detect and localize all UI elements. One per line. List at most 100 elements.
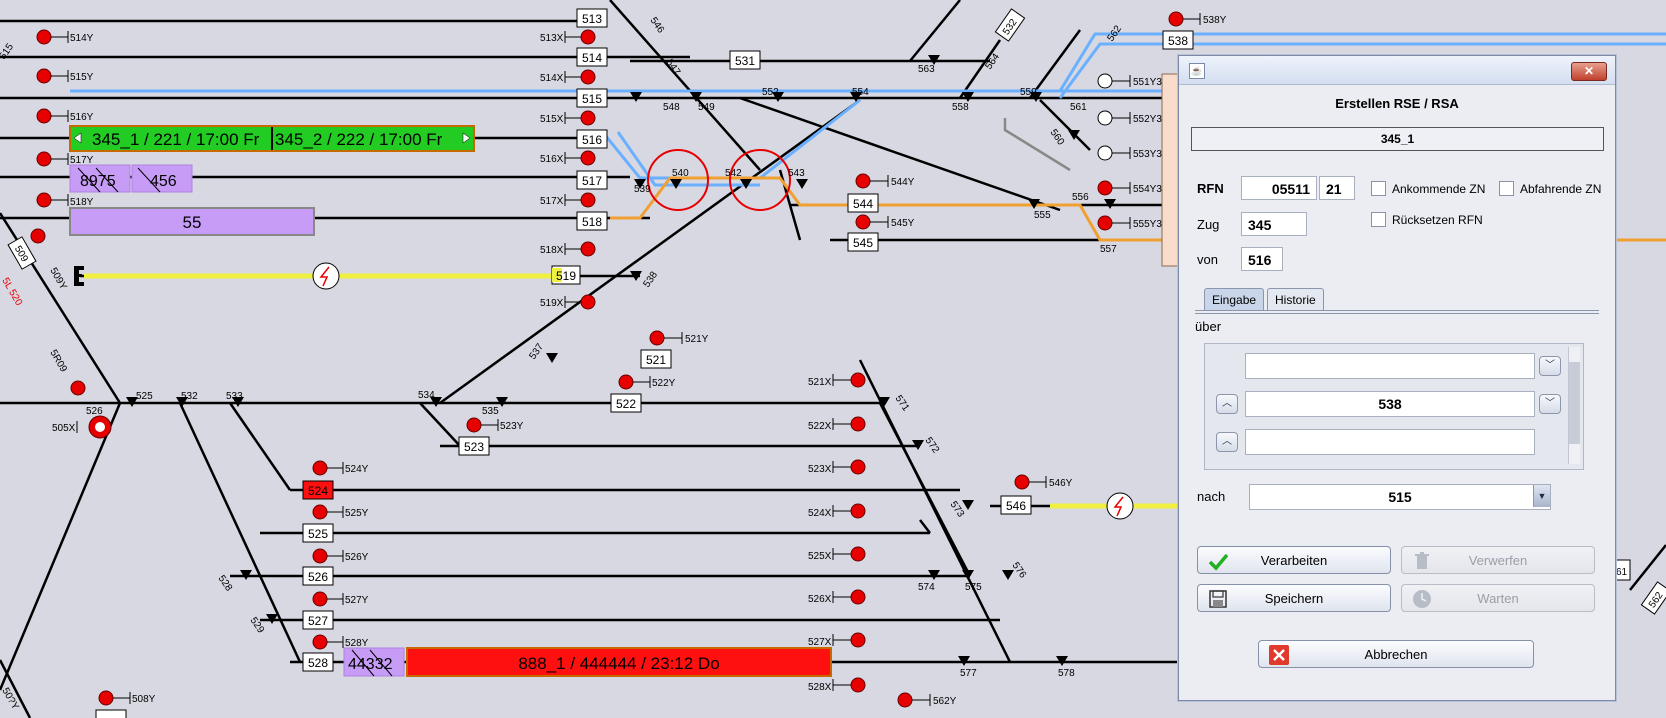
signal[interactable]: 552Y3 bbox=[1097, 110, 1162, 126]
signal[interactable]: 553Y3 bbox=[1097, 145, 1162, 161]
track-box[interactable]: 509 bbox=[7, 236, 37, 270]
track-box[interactable]: 562 bbox=[1640, 581, 1666, 615]
via-field-2[interactable]: 538 bbox=[1245, 391, 1535, 417]
close-button[interactable]: ✕ bbox=[1571, 62, 1607, 81]
track-box[interactable]: 528 bbox=[302, 652, 334, 672]
train-descriptor-purple[interactable]: 55 bbox=[69, 207, 315, 236]
via-field-1[interactable] bbox=[1245, 353, 1535, 379]
track-box[interactable]: 61 bbox=[1613, 559, 1631, 581]
track-box[interactable]: 517 bbox=[576, 170, 608, 190]
signal[interactable]: 517X bbox=[540, 192, 596, 208]
track-box[interactable]: 522 bbox=[610, 393, 642, 413]
signal[interactable]: 522X bbox=[808, 416, 866, 432]
signal[interactable]: 526Y bbox=[312, 548, 369, 564]
track-box[interactable]: 538 bbox=[1162, 30, 1194, 50]
via-scrollbar-thumb[interactable] bbox=[1569, 362, 1580, 444]
move-down-button[interactable]: ﹀ bbox=[1539, 356, 1561, 376]
signal[interactable]: 545Y bbox=[855, 214, 915, 230]
track-box[interactable]: 519 bbox=[551, 265, 581, 285]
track-box[interactable]: 513 bbox=[576, 8, 608, 28]
abbrechen-button[interactable]: Abbrechen bbox=[1258, 640, 1534, 668]
signal[interactable]: 523X bbox=[808, 459, 866, 475]
signal[interactable]: 526X bbox=[808, 589, 866, 605]
signal[interactable]: 517Y bbox=[36, 151, 94, 167]
signal[interactable]: 513X bbox=[540, 29, 596, 45]
zug-field[interactable]: 345 bbox=[1241, 212, 1307, 236]
signal[interactable]: 519X bbox=[540, 294, 596, 310]
rfn-field[interactable]: 05511 bbox=[1241, 176, 1317, 200]
signal[interactable]: 516X bbox=[540, 150, 596, 166]
track-box[interactable]: 518 bbox=[576, 211, 608, 231]
move-down-button[interactable]: ﹀ bbox=[1539, 394, 1561, 414]
von-field[interactable]: 516 bbox=[1241, 247, 1283, 271]
signal[interactable]: 521Y bbox=[649, 330, 709, 346]
signal[interactable]: 527Y bbox=[312, 591, 369, 607]
signal[interactable]: 514Y bbox=[36, 29, 94, 45]
signal[interactable]: 554Y3 bbox=[1097, 180, 1162, 196]
track-box[interactable]: 545 bbox=[847, 232, 879, 252]
signal[interactable]: 508Y bbox=[98, 690, 156, 706]
signal[interactable]: 518Y bbox=[36, 192, 94, 208]
signal[interactable]: 524X bbox=[808, 503, 866, 519]
signal[interactable]: 516Y bbox=[36, 108, 94, 124]
track-box[interactable]: 521 bbox=[640, 349, 672, 369]
tab-eingabe[interactable]: Eingabe bbox=[1204, 288, 1265, 311]
track-box[interactable]: 546 bbox=[1000, 495, 1032, 515]
train-descriptor-red[interactable]: 888_1 / 444444 / 23:12 Do bbox=[406, 647, 832, 677]
signal[interactable]: 525X bbox=[808, 546, 866, 562]
track-box[interactable]: 514 bbox=[576, 47, 608, 67]
signal[interactable]: 523Y bbox=[466, 417, 524, 433]
rfn-suffix-field[interactable]: 21 bbox=[1319, 176, 1355, 200]
train-descriptor-purple[interactable]: 44332 bbox=[343, 647, 405, 677]
warten-button[interactable]: Warten bbox=[1401, 584, 1595, 612]
via-field-3[interactable] bbox=[1245, 429, 1535, 455]
signal[interactable]: 525Y bbox=[312, 504, 369, 520]
signal[interactable]: 515X bbox=[540, 110, 596, 126]
signal[interactable]: 527X bbox=[808, 632, 866, 648]
signal[interactable] bbox=[70, 380, 86, 396]
signal[interactable]: 521X bbox=[808, 372, 866, 388]
track-box[interactable]: 527 bbox=[302, 610, 334, 630]
verwerfen-button[interactable]: Verwerfen bbox=[1401, 546, 1595, 574]
ankommende-zn-checkbox[interactable]: Ankommende ZN bbox=[1371, 181, 1485, 196]
dropdown-arrow-icon[interactable]: ▼ bbox=[1533, 485, 1550, 507]
checkbox-box[interactable] bbox=[1499, 181, 1514, 196]
move-up-button[interactable]: ︿ bbox=[1216, 432, 1238, 452]
signal[interactable]: 555Y3 bbox=[1097, 215, 1162, 231]
signal[interactable]: 509Y bbox=[30, 228, 69, 292]
track-box[interactable]: 523 bbox=[458, 436, 490, 456]
track-box[interactable]: 524 bbox=[302, 480, 334, 500]
signal[interactable]: 514X bbox=[540, 69, 596, 85]
tab-historie[interactable]: Historie bbox=[1267, 288, 1324, 311]
checkbox-box[interactable] bbox=[1371, 181, 1386, 196]
abfahrende-zn-checkbox[interactable]: Abfahrende ZN bbox=[1499, 181, 1601, 196]
signal[interactable]: 546Y bbox=[1014, 474, 1073, 490]
track-box[interactable]: 515 bbox=[576, 88, 608, 108]
track-box[interactable]: 525 bbox=[302, 523, 334, 543]
ruecksetzen-rfn-checkbox[interactable]: Rücksetzen RFN bbox=[1371, 212, 1483, 227]
via-list-panel[interactable]: ﹀ ︿ 538 ﹀ ︿ bbox=[1204, 343, 1584, 470]
checkbox-box[interactable] bbox=[1371, 212, 1386, 227]
signal[interactable]: 551Y3 bbox=[1097, 73, 1162, 89]
move-up-button[interactable]: ︿ bbox=[1216, 394, 1238, 414]
signal[interactable]: 562Y bbox=[897, 692, 957, 708]
nach-dropdown[interactable]: 515 ▼ bbox=[1249, 484, 1551, 510]
signal[interactable]: 515Y bbox=[36, 68, 94, 84]
signal[interactable]: 524Y bbox=[312, 460, 369, 476]
train-descriptor-green[interactable]: 345_1 / 221 / 17:00 Fr 345_2 / 222 / 17:… bbox=[69, 125, 475, 152]
track-box[interactable]: 544 bbox=[847, 193, 879, 213]
track-box[interactable] bbox=[95, 709, 127, 718]
track-box[interactable]: 516 bbox=[576, 129, 608, 149]
track-box[interactable]: 531 bbox=[729, 50, 761, 70]
signal[interactable]: 528X bbox=[808, 677, 866, 693]
dialog-titlebar[interactable]: ☕ ✕ bbox=[1179, 56, 1615, 85]
signal[interactable]: 522Y bbox=[618, 374, 676, 390]
signal[interactable]: 544Y bbox=[855, 173, 915, 189]
train-descriptor-purple[interactable]: 8975 456 bbox=[69, 164, 193, 193]
track-box[interactable]: 526 bbox=[302, 566, 334, 586]
track-box[interactable]: 532 bbox=[994, 8, 1026, 42]
create-rse-rsa-dialog[interactable]: ☕ ✕ Erstellen RSE / RSA 345_1 RFN 05511 … bbox=[1178, 55, 1616, 701]
signal[interactable]: 528Y bbox=[312, 634, 369, 650]
signal[interactable]: 505X bbox=[52, 415, 112, 439]
